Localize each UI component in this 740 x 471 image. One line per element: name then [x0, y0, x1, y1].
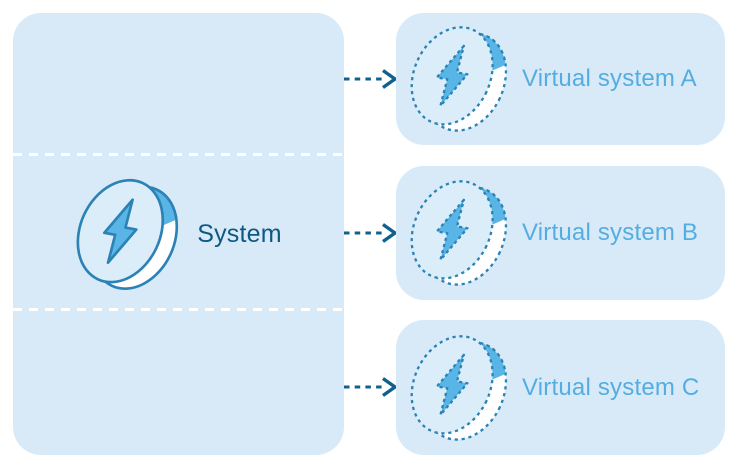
arrow-right-dashed-icon [343, 222, 397, 244]
virtual-system-panel-a: Virtual system A [396, 13, 725, 145]
arrow-right-dashed-icon [343, 376, 397, 398]
virtual-system-b-label: Virtual system B [522, 219, 699, 246]
disk-lightning-icon [75, 176, 181, 292]
system-panel: System [13, 13, 344, 455]
disk-lightning-dashed-icon [409, 177, 509, 289]
virtual-system-a-label: Virtual system A [522, 65, 697, 92]
arrow-right-dashed-icon [343, 68, 397, 90]
separator-line [13, 308, 344, 311]
separator-line [13, 153, 344, 156]
system-label: System [197, 219, 282, 248]
disk-lightning-dashed-icon [409, 23, 509, 135]
virtual-system-panel-c: Virtual system C [396, 320, 725, 455]
virtual-system-panel-b: Virtual system B [396, 166, 725, 300]
disk-lightning-dashed-icon [409, 331, 509, 444]
virtual-system-c-label: Virtual system C [522, 373, 700, 401]
